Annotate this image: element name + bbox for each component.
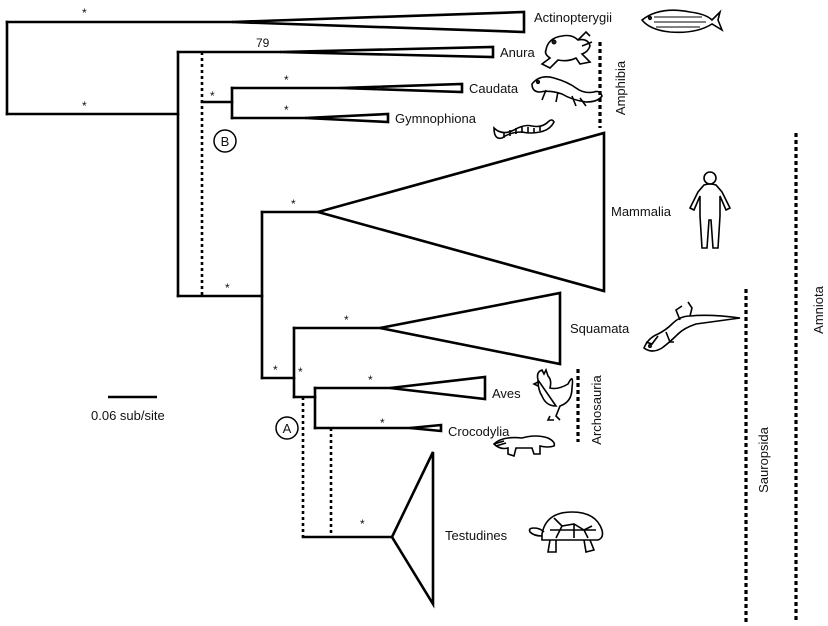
scale-bar-label: 0.06 sub/site [91, 408, 165, 423]
group-label-sauropsida: Sauropsida [756, 426, 771, 493]
crocodylia-triangle [409, 423, 443, 433]
node-marker-a: A [275, 416, 299, 440]
taxon-label-gymnophiona: Gymnophiona [395, 111, 477, 126]
aves-triangle [389, 375, 487, 401]
lizard-icon [643, 301, 741, 352]
fish-icon [640, 9, 724, 34]
taxon-label-testudines: Testudines [445, 528, 508, 543]
support-star: * [82, 6, 87, 20]
rooster-icon [532, 367, 574, 421]
taxon-label-crocodylia: Crocodylia [448, 424, 510, 439]
group-label-amniota: Amniota [811, 285, 826, 333]
support-star: * [273, 363, 278, 377]
support-star: * [284, 103, 289, 117]
mammalia-triangle [313, 131, 606, 293]
anura-triangle [279, 45, 495, 59]
salamander-icon [531, 76, 603, 107]
support-star: * [298, 365, 303, 379]
taxon-label-caudata: Caudata [469, 81, 519, 96]
node-label-a: A [283, 421, 292, 436]
caecilian-icon [493, 119, 555, 140]
gymnophiona-triangle [304, 112, 390, 124]
support-star: * [360, 517, 365, 531]
human-icon [688, 171, 732, 249]
taxon-label-anura: Anura [500, 45, 535, 60]
taxon-label-actinopterygii: Actinopterygii [534, 10, 612, 25]
support-star: * [291, 197, 296, 211]
taxon-label-mammalia: Mammalia [611, 204, 672, 219]
caudata-triangle [339, 82, 464, 94]
turtle-icon [528, 511, 604, 553]
group-bars: Amphibia Archosauria Sauropsida Amniota [576, 42, 826, 622]
taxon-label-aves: Aves [492, 386, 521, 401]
taxon-label-squamata: Squamata [570, 321, 630, 336]
alternative-placements [200, 52, 333, 537]
taxon-labels: Actinopterygii Anura Caudata Gymnophiona… [395, 10, 672, 543]
group-label-amphibia: Amphibia [613, 60, 628, 115]
support-star: * [225, 281, 230, 295]
support-star: * [380, 416, 385, 430]
frog-icon [540, 30, 593, 69]
node-marker-b: B [213, 129, 237, 153]
clade-triangles [231, 10, 606, 609]
support-star: * [82, 99, 87, 113]
support-value-anura: 79 [256, 36, 270, 50]
support-values: * * 79 * * * * * * * * * * * [82, 6, 385, 531]
tree-branches [5, 20, 412, 539]
group-label-archosauria: Archosauria [589, 375, 604, 445]
scale-bar: 0.06 sub/site [91, 395, 165, 423]
testudines-triangle [390, 451, 435, 609]
support-star: * [284, 73, 289, 87]
support-star: * [344, 313, 349, 327]
squamata-triangle [379, 291, 562, 366]
node-label-b: B [221, 134, 230, 149]
support-star: * [210, 89, 215, 103]
crocodile-icon [492, 435, 556, 458]
actinopterygii-triangle [231, 10, 526, 34]
support-star: * [368, 373, 373, 387]
